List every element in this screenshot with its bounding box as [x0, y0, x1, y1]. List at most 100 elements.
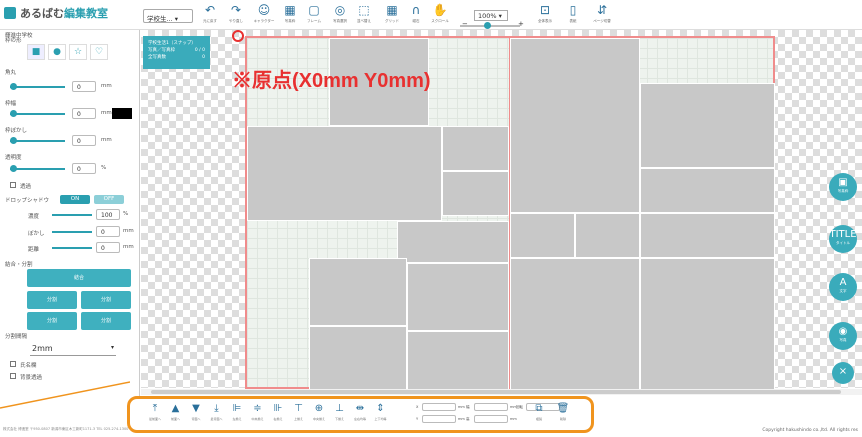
shadow-blur-slider[interactable] [52, 231, 92, 233]
toolbar-label: 表紙 [569, 19, 577, 23]
blur-input[interactable]: 0 [72, 135, 96, 146]
origin-marker-icon [232, 30, 244, 42]
arrange-tool-button[interactable]: ⤓最背面へ [208, 403, 226, 427]
rotate-input[interactable] [526, 403, 560, 411]
arrange-tool-button[interactable]: ⊤上揃え [290, 403, 308, 427]
photo-frame[interactable] [510, 258, 640, 391]
blur-slider[interactable] [10, 137, 65, 144]
copy-icon: ⧉ [535, 403, 543, 414]
name-field-checkbox[interactable] [10, 361, 16, 367]
split-3h-button[interactable]: 分割 [27, 312, 77, 330]
arrange-tool-button[interactable]: ⇕上下均等 [372, 403, 390, 427]
border-slider[interactable] [10, 110, 65, 117]
layout-icon: ▦ [284, 3, 296, 17]
photo-frame[interactable] [640, 258, 775, 391]
bg-transparent-checkbox[interactable] [10, 373, 16, 379]
photo-frame[interactable] [309, 326, 407, 391]
layout-button[interactable]: ▦写真枠 [278, 3, 302, 27]
density-input[interactable]: 100 [96, 209, 120, 220]
arrange-tool-button[interactable]: ⤒最前面へ [146, 403, 164, 427]
redo-button[interactable]: ↷やり直し [224, 3, 248, 27]
split-3v-button[interactable]: 分割 [81, 312, 131, 330]
hand-button[interactable]: ✋スクロール [428, 3, 452, 27]
page-spread[interactable] [245, 36, 775, 391]
horizontal-scrollbar[interactable] [141, 389, 862, 395]
photo-button[interactable]: ◎写真選択 [328, 3, 352, 27]
split-h-label: 分割 [46, 297, 57, 303]
border-color-swatch[interactable] [112, 108, 132, 119]
shadow-off-toggle[interactable]: OFF [94, 195, 124, 204]
camera-button[interactable]: ◉写真 [829, 322, 857, 350]
photo-frame[interactable] [407, 263, 509, 331]
delete-button[interactable]: 🗑削除 [554, 403, 572, 427]
opacity-slider[interactable] [10, 165, 65, 172]
height-input[interactable] [474, 415, 508, 423]
photo-frame[interactable] [407, 331, 509, 391]
square-shape-button[interactable]: ■ [27, 44, 45, 60]
arrange-tool-button[interactable]: ▲前面へ [167, 403, 185, 427]
fit-button[interactable]: ⊡全体表示 [533, 3, 557, 27]
split-h-button[interactable]: 分割 [27, 291, 77, 309]
photo-frame[interactable] [575, 213, 640, 258]
merge-button[interactable]: 結合 [27, 269, 131, 287]
corner-slider[interactable] [10, 83, 65, 90]
close-fab-icon: × [838, 366, 848, 377]
arrange-button[interactable]: ⬚並べ替え [352, 3, 376, 27]
photo-frame[interactable] [309, 258, 407, 326]
photo-frame[interactable] [640, 83, 775, 168]
photo-add-button[interactable]: ▣写真枠 [829, 173, 857, 201]
shadow-blur-input[interactable]: 0 [96, 226, 120, 237]
zoom-plus[interactable]: + [518, 20, 524, 28]
arrange-tool-button[interactable]: ⊪右揃え [269, 403, 287, 427]
arrange-tool-button[interactable]: ⊕中央揃え [310, 403, 328, 427]
photo-frame[interactable] [640, 213, 775, 258]
arrange-tool-button[interactable]: ⊥下揃え [331, 403, 349, 427]
duplicate-button[interactable]: ⧉複製 [530, 403, 548, 427]
zoom-select[interactable]: 100% ▾ [474, 10, 508, 21]
book-button[interactable]: ▯表紙 [561, 3, 585, 27]
density-slider[interactable] [52, 214, 92, 216]
photo-frame[interactable] [442, 126, 509, 171]
distance-input[interactable]: 0 [96, 242, 120, 253]
arrange-tool-button[interactable]: ▼背面へ [187, 403, 205, 427]
star-shape-button[interactable]: ☆ [69, 44, 87, 60]
corner-input[interactable]: 0 [72, 81, 96, 92]
school-select[interactable]: 学校生... ▾ [143, 9, 193, 23]
photo-frame[interactable] [510, 38, 640, 213]
border-input[interactable]: 0 [72, 108, 96, 119]
distance-slider[interactable] [52, 247, 92, 249]
character-button[interactable]: ☺キャラクター [252, 3, 276, 27]
arrange-tool-button[interactable]: ⊫左揃え [228, 403, 246, 427]
split-v-button[interactable]: 分割 [81, 291, 131, 309]
arrange-tool-button[interactable]: ≑中央揃え [249, 403, 267, 427]
gap-select[interactable]: 2mm▾ [30, 342, 116, 356]
width-input[interactable] [474, 403, 508, 411]
photo-frame[interactable] [397, 221, 509, 263]
photo-frame[interactable] [510, 213, 575, 258]
photo-frame[interactable] [329, 38, 429, 126]
heart-shape-button[interactable]: ♡ [90, 44, 108, 60]
photo-frame[interactable] [442, 171, 509, 216]
photo-frame[interactable] [640, 168, 775, 213]
pagejump-button[interactable]: ⇵ページ切替 [590, 3, 614, 27]
arrange-tool-button[interactable]: ⇹左右均等 [351, 403, 369, 427]
frame-button[interactable]: ▢フレーム [302, 3, 326, 27]
photo-frame[interactable] [247, 126, 442, 221]
circle-shape-button[interactable]: ● [48, 44, 66, 60]
shadow-on-toggle[interactable]: ON [60, 195, 90, 204]
transparent-checkbox[interactable] [10, 182, 16, 188]
redo-icon: ↷ [230, 3, 242, 17]
opacity-input[interactable]: 0 [72, 163, 96, 174]
x-label: X [416, 405, 419, 409]
magnet-button[interactable]: ∩磁石 [404, 3, 428, 27]
zoom-slider[interactable] [460, 22, 520, 29]
y-input[interactable] [422, 415, 456, 423]
x-input[interactable] [422, 403, 456, 411]
density-unit: % [123, 211, 129, 217]
zoom-minus[interactable]: − [462, 20, 468, 28]
grid-button[interactable]: ▦グリッド [380, 3, 404, 27]
close-fab-button[interactable]: × [832, 362, 854, 384]
undo-button[interactable]: ↶元に戻す [198, 3, 222, 27]
